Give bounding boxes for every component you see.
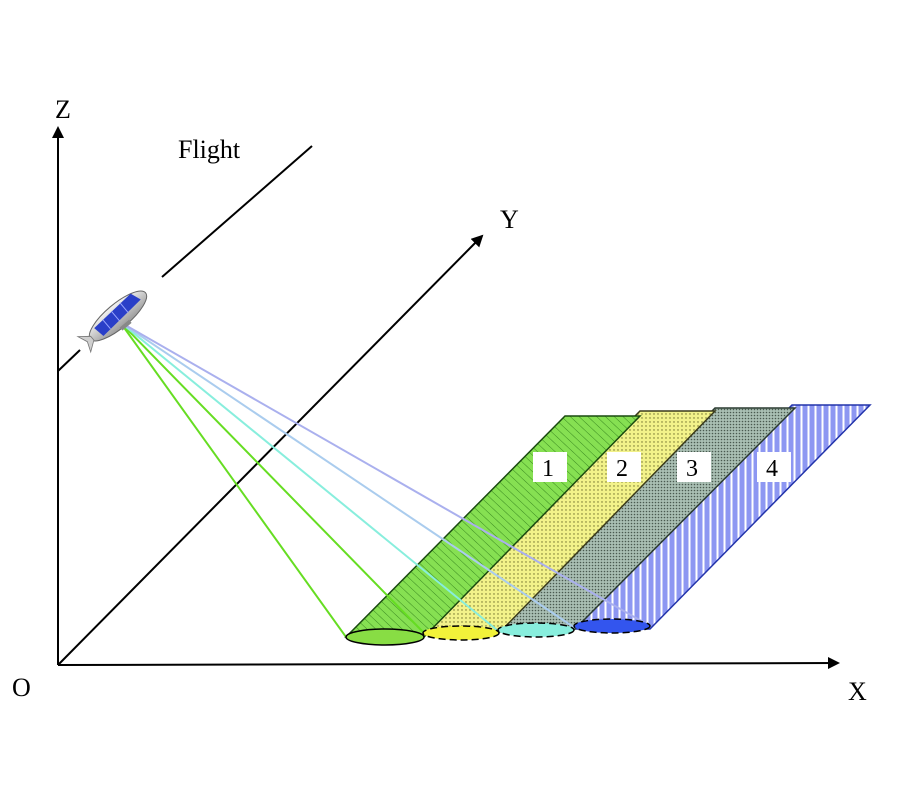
footprint-1: [345, 628, 425, 646]
y-axis: [57, 234, 484, 666]
beam-4: [119, 321, 651, 627]
strip-4-label: 4: [766, 456, 778, 482]
y-axis-label: Y: [500, 205, 519, 234]
x-axis: [57, 657, 840, 670]
strip-1-label: 1: [542, 456, 554, 482]
flight-path-upper: [161, 145, 313, 278]
footprint-3: [497, 622, 575, 638]
footprint-2: [422, 625, 500, 641]
strip-3-label-box: [677, 452, 711, 482]
beam-1-left: [119, 321, 347, 638]
flight-path-lower: [57, 349, 81, 372]
sensor-beams: [119, 321, 651, 638]
beam-3: [119, 321, 576, 629]
airship-icon: [76, 290, 148, 354]
strip-2-label: 2: [616, 456, 628, 482]
strip-2-label-box: [607, 452, 641, 482]
origin-label: O: [12, 673, 31, 702]
beam-1-right: [119, 321, 425, 634]
flight-label: Flight: [178, 135, 241, 164]
footprint-4: [573, 618, 651, 634]
beam-2: [119, 321, 498, 631]
strip-3-label: 3: [686, 456, 698, 482]
x-axis-label: X: [848, 677, 867, 706]
strip-1-label-box: [533, 452, 567, 482]
strip-4-label-box: [757, 452, 791, 482]
z-axis-label: Z: [55, 95, 71, 124]
